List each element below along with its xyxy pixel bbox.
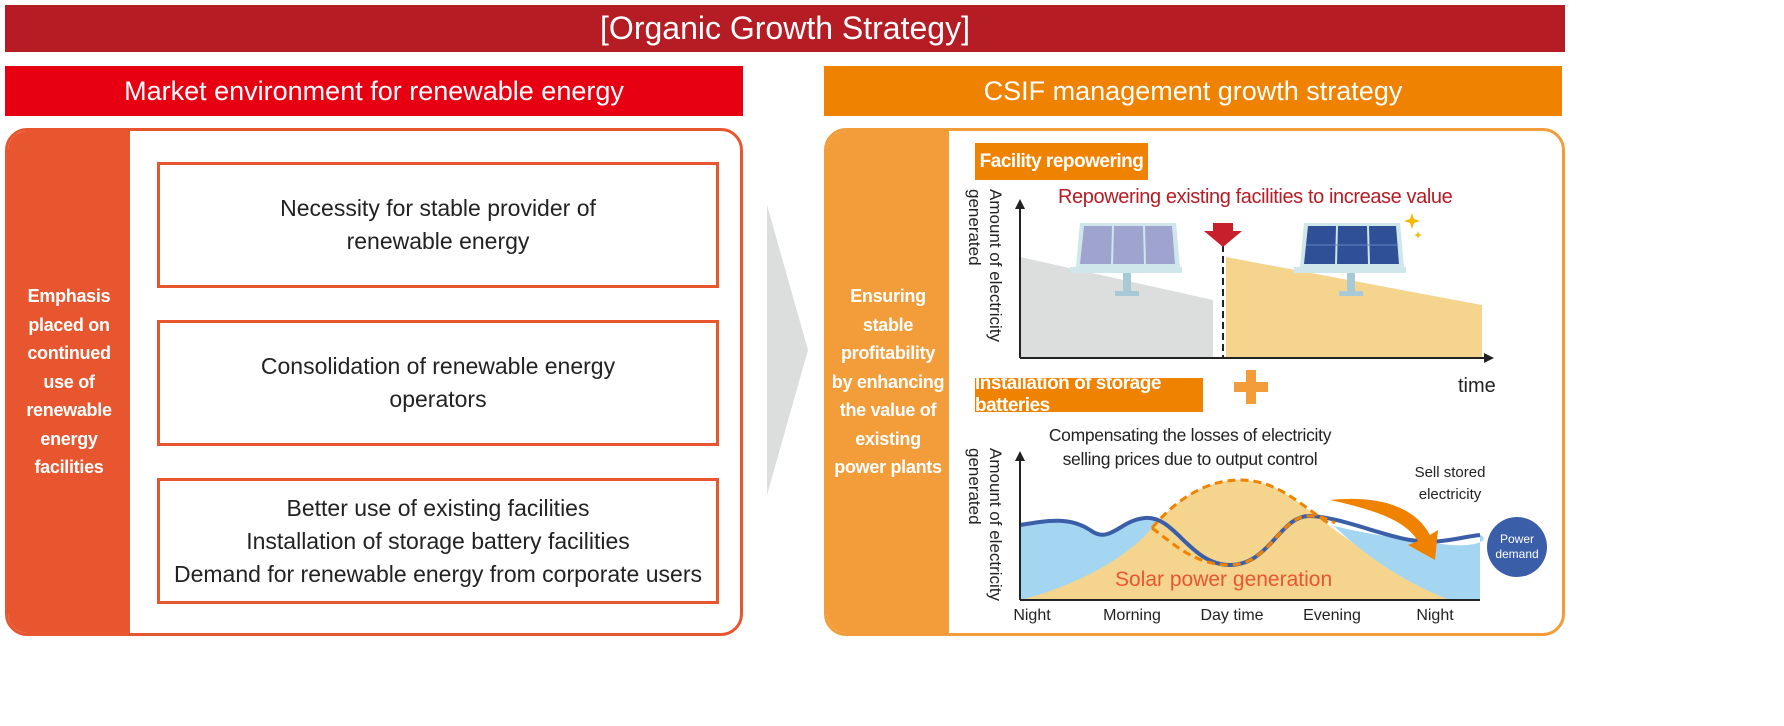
sparkle-icon	[1404, 213, 1420, 229]
caption-line: selling prices due to output control	[1062, 449, 1318, 469]
box-line: Demand for renewable energy from corpora…	[174, 560, 702, 587]
x-tick: Evening	[1303, 607, 1361, 624]
x-tick: Day time	[1200, 607, 1264, 624]
time-axis-label: time	[1458, 375, 1496, 397]
label-line: Sell stored	[1414, 464, 1486, 481]
box-line: Better use of existing facilities	[286, 494, 590, 521]
strategy-side-text: Ensuring stable profitability by enhanci…	[827, 131, 949, 633]
storage-chart	[1015, 451, 1484, 601]
x-tick: Night	[1013, 607, 1051, 624]
growth-strategy-header: CSIF management growth strategy	[824, 66, 1562, 116]
y-label-line: Amount of electricity	[986, 189, 1005, 343]
box-line: operators	[389, 386, 487, 412]
market-side-text: Emphasis placed on continued use of rene…	[8, 131, 130, 633]
repowering-chart	[1015, 199, 1494, 363]
x-tick: Night	[1416, 607, 1454, 624]
label-line: electricity	[1418, 486, 1482, 503]
market-box-stable-provider: Necessity for stable provider of renewab…	[157, 162, 719, 288]
old-output-area	[1020, 257, 1213, 358]
market-environment-panel: Emphasis placed on continued use of rene…	[5, 128, 743, 636]
y-label-line: Amount of electricity	[986, 448, 1005, 602]
sell-arrow-icon	[1330, 498, 1438, 560]
repower-arrow-icon	[1204, 223, 1242, 247]
y-label-line: generated	[965, 189, 984, 266]
new-output-area	[1226, 257, 1482, 358]
x-tick: Morning	[1103, 607, 1161, 624]
box-line: Consolidation of renewable energy	[260, 353, 616, 379]
box-line: Necessity for stable provider of	[280, 195, 596, 221]
badge-line: Power	[1499, 532, 1534, 546]
box-line: Installation of storage battery faciliti…	[246, 527, 630, 554]
growth-strategy-panel: Ensuring stable profitability by enhanci…	[824, 128, 1565, 636]
demand-line	[1019, 513, 1481, 568]
plus-icon	[1234, 370, 1268, 404]
solar-area	[1020, 480, 1470, 600]
new-solar-panel-icon	[1294, 213, 1422, 296]
sell-stored-label: Sell stored electricity	[1395, 462, 1505, 506]
facility-repowering-tag: Facility repowering	[975, 143, 1148, 180]
storage-batteries-tag: Installation of storage batteries	[975, 373, 1203, 416]
solar-generation-label: Solar power generation	[1115, 568, 1333, 591]
caption-line: Compensating the losses of electricity	[1048, 425, 1332, 445]
box-line: renewable energy	[346, 228, 530, 254]
page-title: [Organic Growth Strategy]	[5, 5, 1565, 52]
solar-potential-line	[1150, 478, 1329, 529]
power-demand-badge: Power demand	[1487, 517, 1547, 577]
transition-arrow-icon	[767, 205, 808, 495]
badge-line: demand	[1495, 547, 1539, 561]
old-solar-panel-icon	[1070, 223, 1182, 296]
repowering-caption: Repowering existing facilities to increa…	[1058, 186, 1453, 208]
market-environment-header: Market environment for renewable energy	[5, 66, 743, 116]
storage-caption: Compensating the losses of electricity s…	[1010, 423, 1370, 471]
market-box-facilities: Better use of existing facilities Instal…	[157, 478, 719, 604]
y-label-line: generated	[965, 448, 984, 525]
market-box-consolidation: Consolidation of renewable energy operat…	[157, 320, 719, 446]
